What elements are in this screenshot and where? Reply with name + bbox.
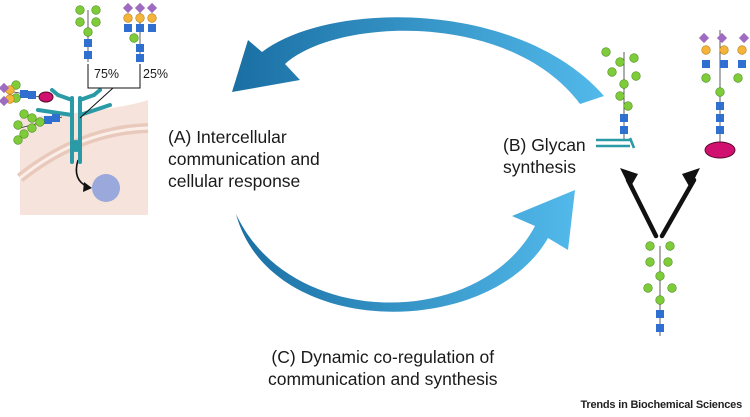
panel-a-line3: cellular response [168, 171, 301, 191]
panel-b-line2: synthesis [503, 157, 576, 177]
glycan-product-right [698, 30, 750, 159]
glycan-high-mannose-top [75, 5, 101, 62]
panel-c-line2: communication and synthesis [268, 369, 498, 389]
protein-ellipse [704, 141, 736, 159]
percentage-bracket [87, 64, 141, 89]
panel-b-line1: (B) Glycan [503, 135, 586, 155]
glycan-product-left [596, 47, 641, 149]
percentage-25: 25% [143, 67, 169, 81]
glycan-on-receptor-left [0, 80, 41, 107]
percentage-75: 75% [94, 67, 120, 81]
cycle-arrow-top [232, 17, 604, 104]
panel-c-label: (C) Dynamic co-regulation of communicati… [268, 346, 498, 390]
cell-illustration [0, 2, 158, 215]
receptor-small [596, 137, 636, 149]
black-v-arrows [625, 177, 697, 239]
protein-ellipse-small [38, 91, 54, 103]
journal-credit: Trends in Biochemical Sciences [580, 399, 742, 411]
receptor [36, 88, 112, 164]
glycan-sialylated-top [122, 2, 158, 62]
panel-b-label: (B) Glycan synthesis [503, 134, 586, 178]
vesicle [92, 174, 120, 202]
panel-a-line1: (A) Intercellular [168, 127, 287, 147]
glycan-synthesis-illustration [596, 30, 750, 336]
panel-a-label: (A) Intercellular communication and cell… [168, 126, 320, 192]
panel-c-line1: (C) Dynamic co-regulation of [271, 347, 495, 367]
panel-a-line2: communication and [168, 149, 320, 169]
cycle-arrow-bottom [236, 190, 575, 312]
glycan-on-receptor-lower [13, 109, 63, 145]
glycan-precursor [643, 241, 677, 336]
